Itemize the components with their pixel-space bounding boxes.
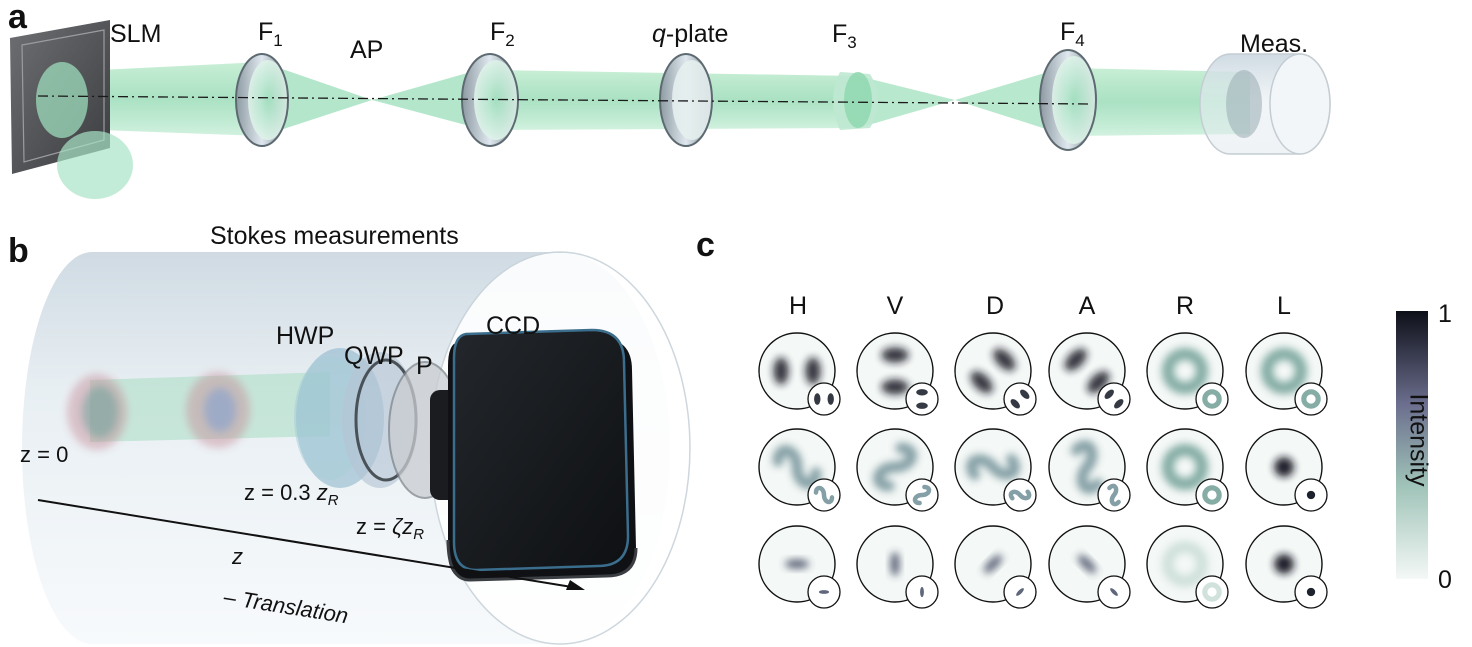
panel-a-setup xyxy=(10,20,1331,199)
beam-segment-focus-f4 xyxy=(955,66,1068,136)
label-f4: F4 xyxy=(1060,18,1085,51)
q-plate xyxy=(659,53,713,147)
intensity-cell-r2-r xyxy=(1146,428,1229,512)
label-zzeta: z = ζzR xyxy=(356,514,424,543)
label-ccd: CCD xyxy=(486,312,541,340)
beam-segment-slm-f1 xyxy=(100,62,262,136)
label-q-plate: q-plate xyxy=(652,20,728,49)
intensity-cell-r2-a xyxy=(1048,428,1131,512)
optical-axis-line xyxy=(37,95,1091,105)
label-f3-main: F xyxy=(832,20,848,48)
intensity-cell-r3-h xyxy=(758,525,841,609)
intensity-grid xyxy=(758,332,1328,609)
label-z03: z = 0.3 zR xyxy=(244,480,339,509)
inset-circle xyxy=(1195,382,1229,416)
label-z0: z = 0 xyxy=(20,442,69,467)
intensity-cell-r3-r xyxy=(1146,525,1229,609)
panel-label-b: b xyxy=(8,232,29,270)
lens-f2 xyxy=(461,53,519,147)
measurement-tube xyxy=(1199,53,1331,155)
label-f1-main: F xyxy=(258,18,274,46)
beam-profile-z0 xyxy=(67,374,127,450)
intensity-cell-r2-l xyxy=(1245,428,1328,512)
label-q-plate-q: q xyxy=(652,20,666,48)
intensity-cell-r2-d xyxy=(954,428,1037,512)
label-z03-main: z = 0.3 xyxy=(244,480,317,505)
panel-label-a: a xyxy=(8,0,27,36)
label-f4-main: F xyxy=(1060,18,1076,46)
intensity-cell-r1-v xyxy=(856,332,939,416)
colorbar-min-label: 0 xyxy=(1438,566,1452,594)
panel-label-c: c xyxy=(696,226,715,264)
label-meas: Meas. xyxy=(1240,30,1309,58)
label-f3: F3 xyxy=(832,20,857,53)
column-header-r: R xyxy=(1175,292,1195,320)
colorbar-title: Intensity xyxy=(1404,393,1433,487)
inset-circle xyxy=(1195,575,1229,609)
inset-circle xyxy=(1294,382,1328,416)
inset-circle xyxy=(1097,382,1131,416)
column-header-v: V xyxy=(886,292,904,320)
intensity-cell-r2-h xyxy=(758,428,841,512)
colorbar-gradient xyxy=(1396,311,1428,579)
lens-f4 xyxy=(1039,49,1097,151)
label-f2: F2 xyxy=(490,18,515,51)
inset-circle xyxy=(1195,478,1229,512)
label-f3-sub: 3 xyxy=(847,32,857,52)
label-zzeta-zeta: ζz xyxy=(392,514,414,539)
label-ap: AP xyxy=(350,36,384,64)
label-zzeta-main: z = xyxy=(356,514,393,539)
intensity-colorbar xyxy=(1396,311,1428,579)
label-f2-sub: 2 xyxy=(505,30,515,50)
label-qwp: QWP xyxy=(344,342,404,370)
lens-f1 xyxy=(235,53,289,147)
intensity-cell-r1-d xyxy=(954,332,1037,416)
column-header-h: H xyxy=(788,292,808,320)
beam-segment-f1-ap xyxy=(262,62,372,136)
intensity-cell-r1-h xyxy=(758,332,841,416)
slm-device xyxy=(10,20,133,199)
label-slm: SLM xyxy=(110,20,162,48)
intensity-cell-r2-v xyxy=(856,428,939,512)
intensity-cell-r1-l xyxy=(1245,332,1328,416)
inset-circle xyxy=(807,382,841,416)
intensity-cell-r1-r xyxy=(1146,332,1229,416)
colorbar-max-label: 1 xyxy=(1438,300,1452,328)
column-header-l: L xyxy=(1277,292,1291,320)
label-zzeta-sub: R xyxy=(413,526,425,544)
ccd-camera xyxy=(430,328,638,582)
intensity-cell-r3-a xyxy=(1048,525,1131,609)
panel-b-stokes xyxy=(22,251,691,645)
intensity-cell-r1-a xyxy=(1048,332,1131,416)
beam-profile-z03 xyxy=(186,372,250,448)
translation-axis xyxy=(37,499,585,590)
lens-f3 xyxy=(833,72,878,130)
label-axis-z: z xyxy=(232,544,243,569)
label-f1: F1 xyxy=(258,18,283,51)
label-z03-zr: z xyxy=(316,480,328,505)
column-header-a: A xyxy=(1078,292,1096,320)
intensity-cell-r3-d xyxy=(954,525,1037,609)
label-p: P xyxy=(416,352,433,380)
label-f2-main: F xyxy=(490,18,506,46)
intensity-cell-r3-l xyxy=(1245,525,1328,609)
label-f4-sub: 4 xyxy=(1075,30,1085,50)
label-q-plate-rest: -plate xyxy=(665,20,729,48)
label-z03-sub: R xyxy=(327,492,339,510)
inset-circle xyxy=(1003,382,1037,416)
intensity-cell-r3-v xyxy=(856,525,939,609)
stokes-title: Stokes measurements xyxy=(210,222,459,250)
label-hwp: HWP xyxy=(276,322,335,350)
label-f1-sub: 1 xyxy=(273,30,283,50)
translation-arrow-head xyxy=(566,580,585,590)
column-header-d: D xyxy=(985,292,1005,320)
inset-circle xyxy=(905,382,939,416)
